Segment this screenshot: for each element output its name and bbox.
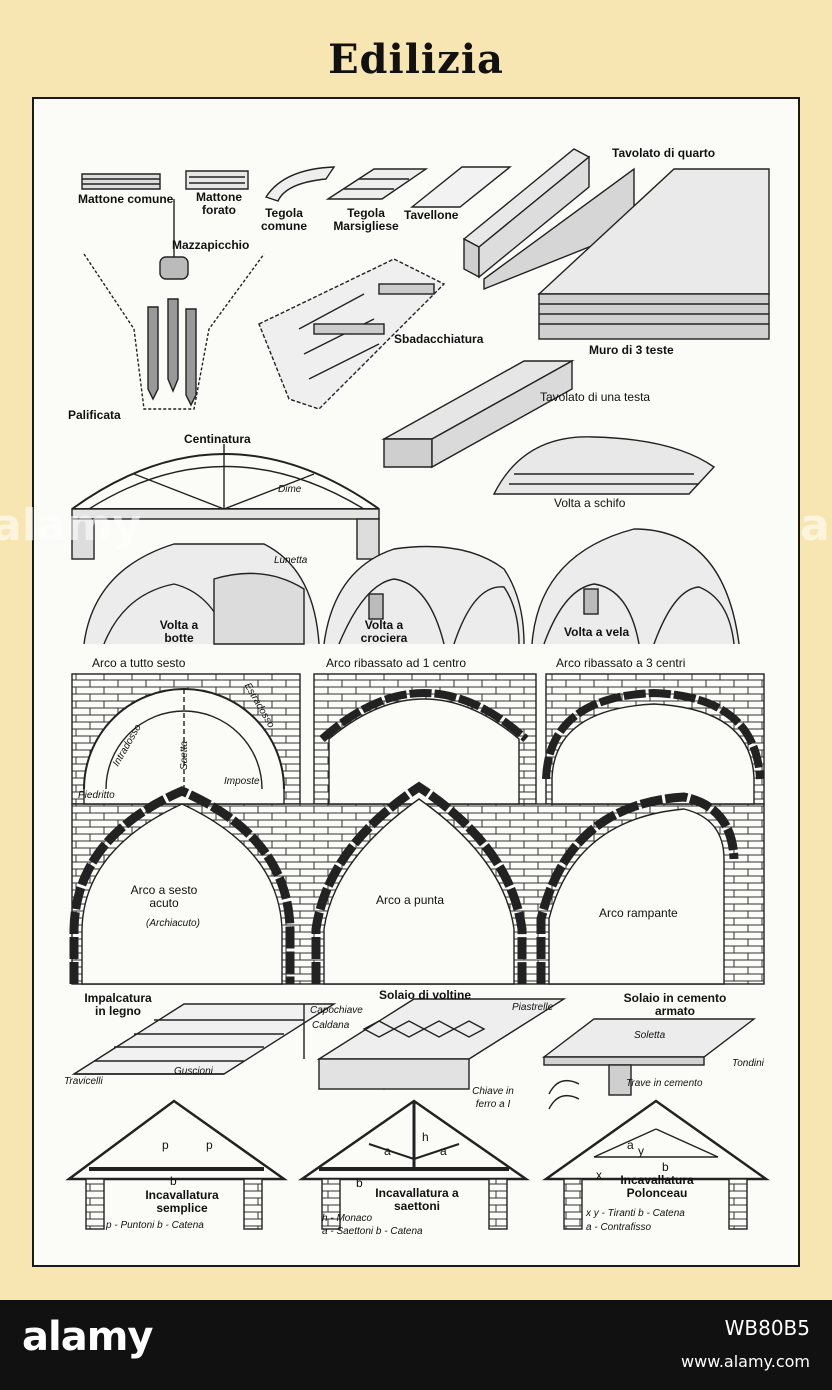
letter-p-left: p	[162, 1138, 169, 1152]
legend-incav-polonceau-2: a - Contrafisso	[586, 1222, 652, 1233]
legend-incav-saettoni-2: a - Saettoni b - Catena	[322, 1226, 423, 1237]
label-arco-punta: Arco a punta	[376, 893, 445, 907]
label-tegola-marsigliese: Tegola Marsigliese	[333, 206, 399, 233]
arco-ribassato-1-drawing	[328, 698, 520, 805]
label-impalcatura: Impalcatura in legno	[84, 991, 152, 1018]
label-centinatura: Centinatura	[184, 432, 251, 446]
volta-schifo-drawing	[492, 436, 716, 495]
legend-incav-saettoni-1: h - Monaco	[322, 1213, 373, 1224]
site-url[interactable]: www.alamy.com	[681, 1352, 810, 1371]
label-mazzapicchio: Mazzapicchio	[172, 238, 250, 252]
label-volta-schifo: Volta a schifo	[554, 496, 626, 510]
tegola-marsigliese-drawing	[325, 168, 429, 200]
label-dime: Dime	[278, 484, 302, 495]
letter-b-semplice: b	[170, 1174, 177, 1188]
label-tegola-comune: Tegola comune	[260, 206, 307, 233]
label-piedritto: Piedritto	[78, 790, 115, 801]
mattone-comune-drawing	[81, 173, 161, 190]
label-incav-polonceau: Incavallatura Polonceau	[620, 1173, 694, 1200]
arco-rampante-drawing	[548, 808, 725, 985]
label-caldana: Caldana	[312, 1020, 350, 1031]
label-archiacuto: (Archiacuto)	[146, 918, 200, 929]
sbadacchiatura-drawing	[258, 258, 446, 410]
volta-botte-drawing	[83, 543, 320, 645]
letter-a-saettoni-left: a	[384, 1144, 391, 1158]
tavolato-una-testa-drawing	[381, 359, 575, 469]
tavolato-quarto-drawing	[462, 148, 635, 291]
solaio-voltine-drawing	[316, 998, 567, 1091]
label-incav-semplice: Incavallatura semplice	[145, 1188, 219, 1215]
incavallatura-saettoni-drawing	[298, 1099, 530, 1230]
muro-tre-teste-drawing	[537, 168, 770, 340]
letter-p-right: p	[206, 1138, 213, 1152]
label-tavolato-una-testa: Tavolato di una testa	[540, 390, 651, 404]
letter-y-polonceau: y	[638, 1144, 644, 1158]
engravings	[65, 148, 770, 1230]
letter-x-polonceau: x	[596, 1168, 602, 1182]
impalcatura-drawing	[71, 1003, 337, 1075]
legend-incav-polonceau-1: x y - Tiranti b - Catena	[586, 1208, 685, 1219]
letter-a-polonceau: a	[627, 1138, 634, 1152]
volta-vela-drawing	[531, 528, 740, 645]
label-tavolato-quarto: Tavolato di quarto	[612, 146, 716, 160]
label-solaio-cemento: Solaio in cemento armato	[623, 991, 727, 1018]
incavallatura-polonceau-drawing	[542, 1099, 770, 1230]
label-solaio-voltine: Solaio di voltine	[379, 988, 472, 1002]
arco-sesto-acuto-drawing	[81, 803, 283, 985]
centinatura-drawing	[71, 444, 380, 560]
label-saetta: Saetta	[178, 741, 190, 770]
label-trave-cemento: Trave in cemento	[626, 1078, 703, 1089]
label-arco-rampante: Arco rampante	[599, 906, 678, 920]
label-mattone-forato: Mattone forato	[196, 190, 242, 217]
letter-a-saettoni-right: a	[440, 1144, 447, 1158]
label-tavellone: Tavellone	[404, 208, 459, 222]
tavellone-drawing	[410, 166, 512, 208]
label-volta-crociera: Volta a crociera	[360, 618, 408, 645]
label-chiave-ferro: Chiave in ferro a I	[472, 1086, 514, 1110]
illustration-plate: Mattone comune Mattone forato Tegola com…	[32, 97, 800, 1267]
label-soletta: Soletta	[634, 1030, 666, 1041]
incavallatura-semplice-drawing	[65, 1099, 288, 1230]
label-travicelli: Travicelli	[64, 1076, 103, 1087]
label-palificata: Palificata	[68, 408, 121, 422]
stock-footer: alamy WB80B5 www.alamy.com	[0, 1300, 832, 1390]
brand-logo[interactable]: alamy	[22, 1314, 153, 1360]
arco-punta-drawing	[323, 798, 515, 985]
label-incav-saettoni: Incavallatura a saettoni	[375, 1186, 459, 1213]
label-volta-vela: Volta a vela	[564, 625, 630, 639]
mattone-forato-drawing	[185, 170, 249, 190]
label-volta-botte: Volta a botte	[159, 618, 199, 645]
watermark-right: alamy	[800, 500, 832, 551]
label-imposte: Imposte	[224, 776, 260, 787]
palificata-drawing	[83, 199, 265, 410]
page-title: Edilizia	[328, 36, 504, 83]
label-arco-ribassato-1: Arco ribassato ad 1 centro	[326, 656, 467, 670]
letter-h-saettoni: h	[422, 1130, 429, 1144]
arco-ribassato-3-drawing	[551, 703, 755, 805]
letter-b-saettoni: b	[356, 1176, 363, 1190]
label-tondini: Tondini	[732, 1058, 764, 1069]
label-guscioni: Guscioni	[174, 1066, 213, 1077]
volta-crociera-drawing	[323, 545, 525, 645]
label-sbadacchiatura: Sbadacchiatura	[394, 332, 484, 346]
label-arco-sesto-acuto: Arco a sesto acuto	[130, 883, 198, 910]
label-piastrelle: Piastrelle	[512, 1002, 554, 1013]
label-capochiave: Capochiave	[310, 1005, 363, 1016]
image-id: WB80B5	[724, 1316, 810, 1340]
letter-b-polonceau: b	[662, 1160, 669, 1174]
label-mattone-comune: Mattone comune	[78, 192, 174, 206]
watermark-left: alamy	[0, 500, 141, 551]
tegola-comune-drawing	[264, 166, 336, 202]
label-arco-ribassato-3: Arco ribassato a 3 centri	[556, 656, 686, 670]
label-arco-tutto-sesto: Arco a tutto sesto	[92, 656, 186, 670]
label-muro-3-teste: Muro di 3 teste	[589, 343, 674, 357]
legend-incav-semplice: p - Puntoni b - Catena	[106, 1220, 204, 1231]
solaio-cemento-drawing	[541, 1018, 757, 1110]
label-lunetta: Lunetta	[274, 555, 308, 566]
